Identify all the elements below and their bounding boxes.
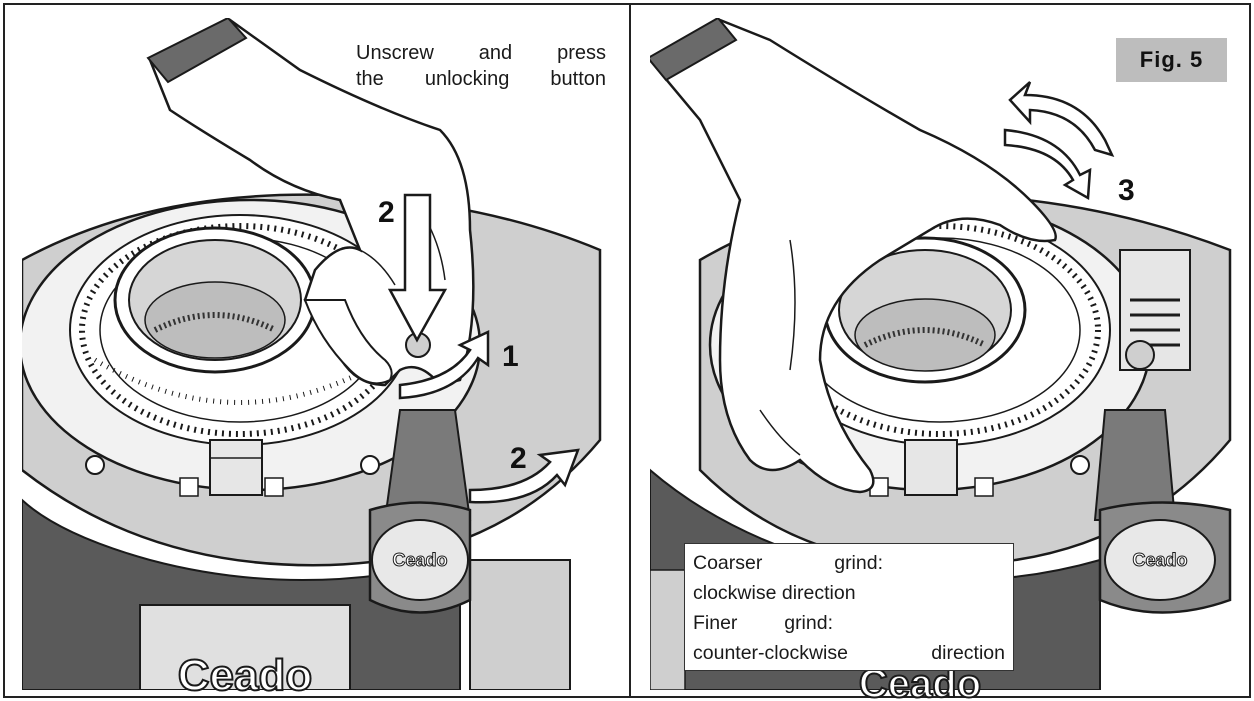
caption-word: button [550, 68, 606, 90]
info-word: direction [931, 642, 1005, 664]
info-word: counter-clockwise [693, 642, 848, 664]
brand-logo-knob-left: Ceado [392, 550, 447, 570]
brand-logo-base-left: Ceado [178, 651, 312, 700]
figure-label: Fig. 5 [1116, 38, 1227, 82]
front-clamp [209, 439, 263, 496]
finer-direction: counter-clockwise direction [693, 638, 1005, 668]
right-panel-drawing [650, 18, 1232, 690]
caption-word: unlocking [424, 68, 510, 90]
brand-logo-knob-right: Ceado [1132, 550, 1187, 570]
step-label-rotate: 1 [502, 340, 519, 373]
finer-heading: Finer grind: [693, 608, 833, 638]
info-word: Coarser [693, 552, 763, 574]
press-arrow [387, 193, 448, 343]
grind-direction-info: Coarser grind: clockwise direction Finer… [684, 543, 1014, 671]
step-label-adjust: 3 [1118, 174, 1135, 207]
sleeve [650, 18, 738, 82]
instruction-line-2: the unlocking button [356, 66, 606, 92]
info-word: Finer [693, 612, 738, 634]
left-panel-drawing [22, 18, 602, 690]
instruction-line-1: Unscrew and press [356, 40, 606, 66]
sleeve [146, 18, 248, 84]
step-label-pull: 2 [510, 442, 527, 475]
hand [650, 18, 1057, 494]
counter-clockwise-arrow [1008, 81, 1115, 157]
coarser-direction: clockwise direction [693, 582, 856, 604]
instruction-caption: Unscrew and press the unlocking button [356, 40, 606, 92]
pull-arrow [468, 448, 580, 504]
caption-word: and [478, 42, 513, 64]
clockwise-arrow [1003, 128, 1092, 201]
step-label-press: 2 [378, 196, 395, 229]
base-nameplate [139, 604, 351, 690]
caption-word: the [356, 68, 384, 90]
caption-word: Unscrew [356, 42, 434, 64]
info-word: grind: [784, 612, 833, 634]
rotate-arrow [398, 330, 490, 400]
info-word: grind: [834, 552, 883, 574]
coarser-heading: Coarser grind: [693, 548, 883, 578]
caption-word: press [557, 42, 606, 64]
outer-frame [3, 3, 1251, 698]
